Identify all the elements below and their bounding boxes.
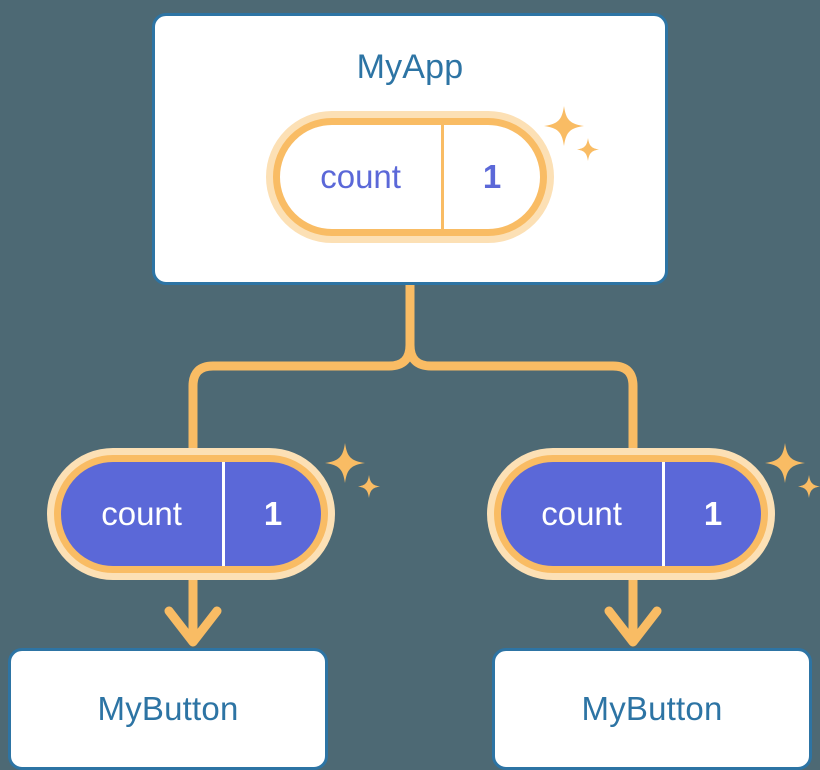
- arrow-connector-right: [604, 578, 662, 647]
- state-pill-body: count 1: [54, 455, 328, 573]
- component-card-label: MyButton: [581, 690, 723, 727]
- state-pill-myapp[interactable]: count 1: [266, 111, 554, 243]
- component-card-label: MyButton: [97, 690, 239, 727]
- arrow-connector-left: [164, 578, 222, 647]
- state-pill-key: count: [541, 495, 622, 532]
- state-pill-value: 1: [441, 125, 540, 229]
- component-card-mybutton-left[interactable]: MyButton: [8, 648, 328, 770]
- state-pill-body: count 1: [273, 118, 547, 236]
- state-pill-value: 1: [662, 462, 761, 566]
- state-pill-key: count: [320, 158, 401, 195]
- branch-connector-left: [188, 344, 415, 450]
- state-pill-mybutton-left[interactable]: count 1: [47, 448, 335, 580]
- page-title: MyApp: [356, 48, 464, 86]
- component-card-mybutton-right[interactable]: MyButton: [492, 648, 812, 770]
- state-pill-key: count: [101, 495, 182, 532]
- state-pill-value: 1: [222, 462, 321, 566]
- state-pill-body: count 1: [494, 455, 768, 573]
- state-pill-mybutton-right[interactable]: count 1: [487, 448, 775, 580]
- trunk-connector: [405, 285, 638, 450]
